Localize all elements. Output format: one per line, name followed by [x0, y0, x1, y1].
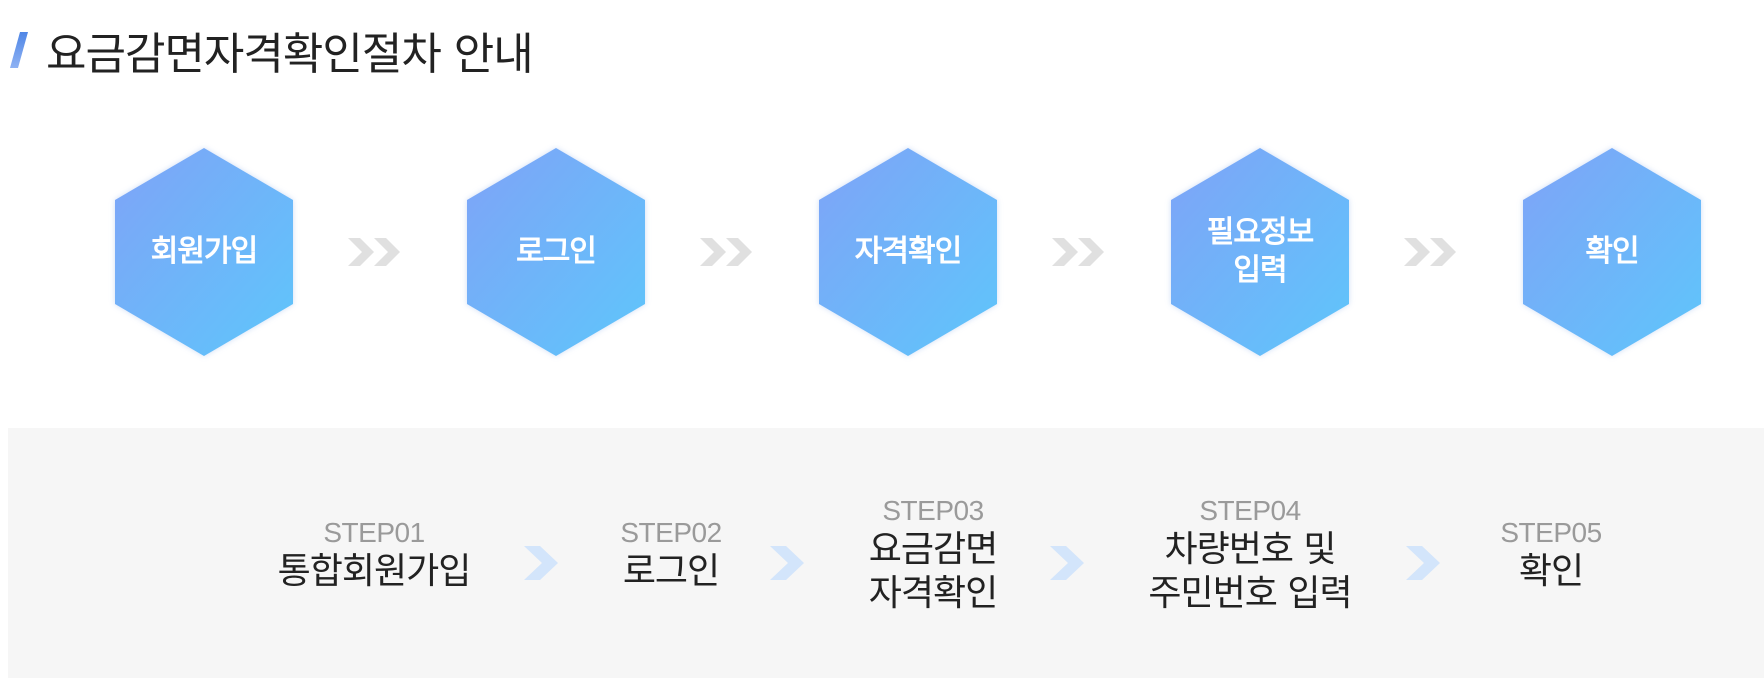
hex-step-input-info: 필요정보 입력	[1169, 146, 1351, 358]
step-text: 차량번호 및 주민번호 입력	[1148, 529, 1352, 614]
hex-step-login: 로그인	[465, 146, 647, 358]
step-item-04: STEP04 차량번호 및 주민번호 입력	[1120, 494, 1380, 616]
chevron-right-icon	[1406, 546, 1440, 580]
hexagon-icon	[115, 148, 293, 356]
step-text: 로그인	[622, 551, 720, 592]
hexagon-icon	[1171, 148, 1349, 356]
double-chevron-right-icon	[348, 238, 400, 266]
step-number: STEP01	[323, 517, 425, 548]
steps-panel: STEP01 통합회원가입 STEP02 로그인 STEP03 요금감면 자격확…	[8, 428, 1764, 678]
process-flow: 회원가입 로그인 자격확인 필요정보 입력	[0, 146, 1764, 360]
step-number: STEP05	[1500, 517, 1602, 548]
step-number: STEP02	[620, 517, 722, 548]
hex-step-label: 로그인	[516, 234, 597, 269]
double-chevron-right-icon	[1052, 238, 1104, 266]
step-item-02: STEP02 로그인	[541, 516, 801, 594]
hexagon-icon	[819, 148, 997, 356]
step-text: 확인	[1518, 551, 1584, 592]
step-text: 통합회원가입	[277, 551, 472, 592]
chevron-right-icon	[1050, 546, 1084, 580]
chevron-right-icon	[524, 546, 558, 580]
double-chevron-right-icon	[1404, 238, 1456, 266]
double-chevron-right-icon	[700, 238, 752, 266]
step-text: 요금감면 자격확인	[868, 529, 998, 614]
hex-step-label: 확인	[1585, 234, 1639, 269]
step-item-05: STEP05 확인	[1421, 516, 1681, 594]
step-item-03: STEP03 요금감면 자격확인	[803, 494, 1063, 616]
step-number: STEP04	[1199, 495, 1301, 526]
hex-step-label: 회원가입	[150, 234, 258, 269]
hex-step-verify: 자격확인	[817, 146, 999, 358]
hexagon-icon	[1523, 148, 1701, 356]
hex-step-confirm: 확인	[1521, 146, 1703, 358]
hex-step-signup: 회원가입	[113, 146, 295, 358]
page-title: 요금감면자격확인절차 안내	[46, 29, 534, 80]
hex-step-label: 자격확인	[854, 234, 962, 269]
hexagon-icon	[467, 148, 645, 356]
chevron-right-icon	[770, 546, 804, 580]
hex-step-label: 필요정보 입력	[1206, 215, 1314, 288]
step-item-01: STEP01 통합회원가입	[244, 516, 504, 594]
page-header: 요금감면자격확인절차 안내	[8, 20, 534, 80]
slash-accent-icon	[10, 32, 28, 68]
step-number: STEP03	[882, 495, 984, 526]
